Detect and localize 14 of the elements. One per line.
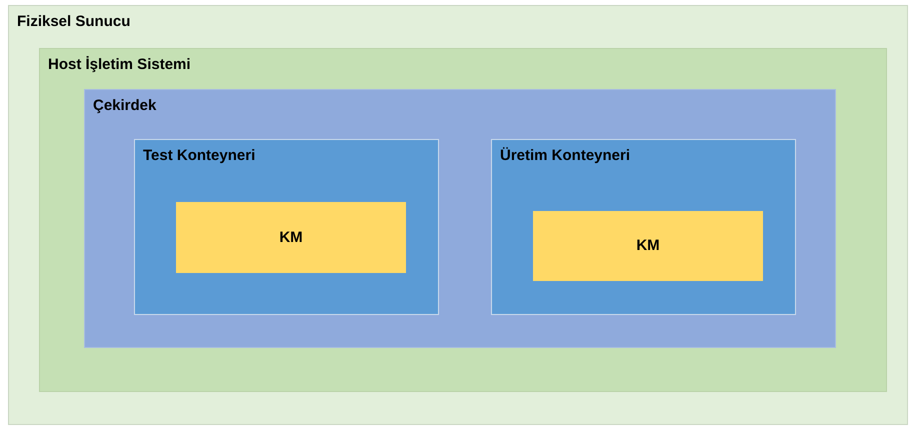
vm-box <box>176 202 406 273</box>
container-box <box>134 139 439 315</box>
vm-box <box>533 211 763 281</box>
box-title: Çekirdek <box>93 97 156 114</box>
kernel-box <box>84 89 836 348</box>
box-title: Host İşletim Sistemi <box>48 56 191 73</box>
os-box <box>39 48 887 392</box>
server-box <box>8 5 908 425</box>
box-title: Fiziksel Sunucu <box>17 13 130 30</box>
box-title: KM <box>635 237 661 254</box>
container-box <box>491 139 796 315</box>
box-title: Üretim Konteyneri <box>500 147 630 164</box>
box-title: Test Konteyneri <box>143 147 256 164</box>
box-title: KM <box>278 228 304 246</box>
